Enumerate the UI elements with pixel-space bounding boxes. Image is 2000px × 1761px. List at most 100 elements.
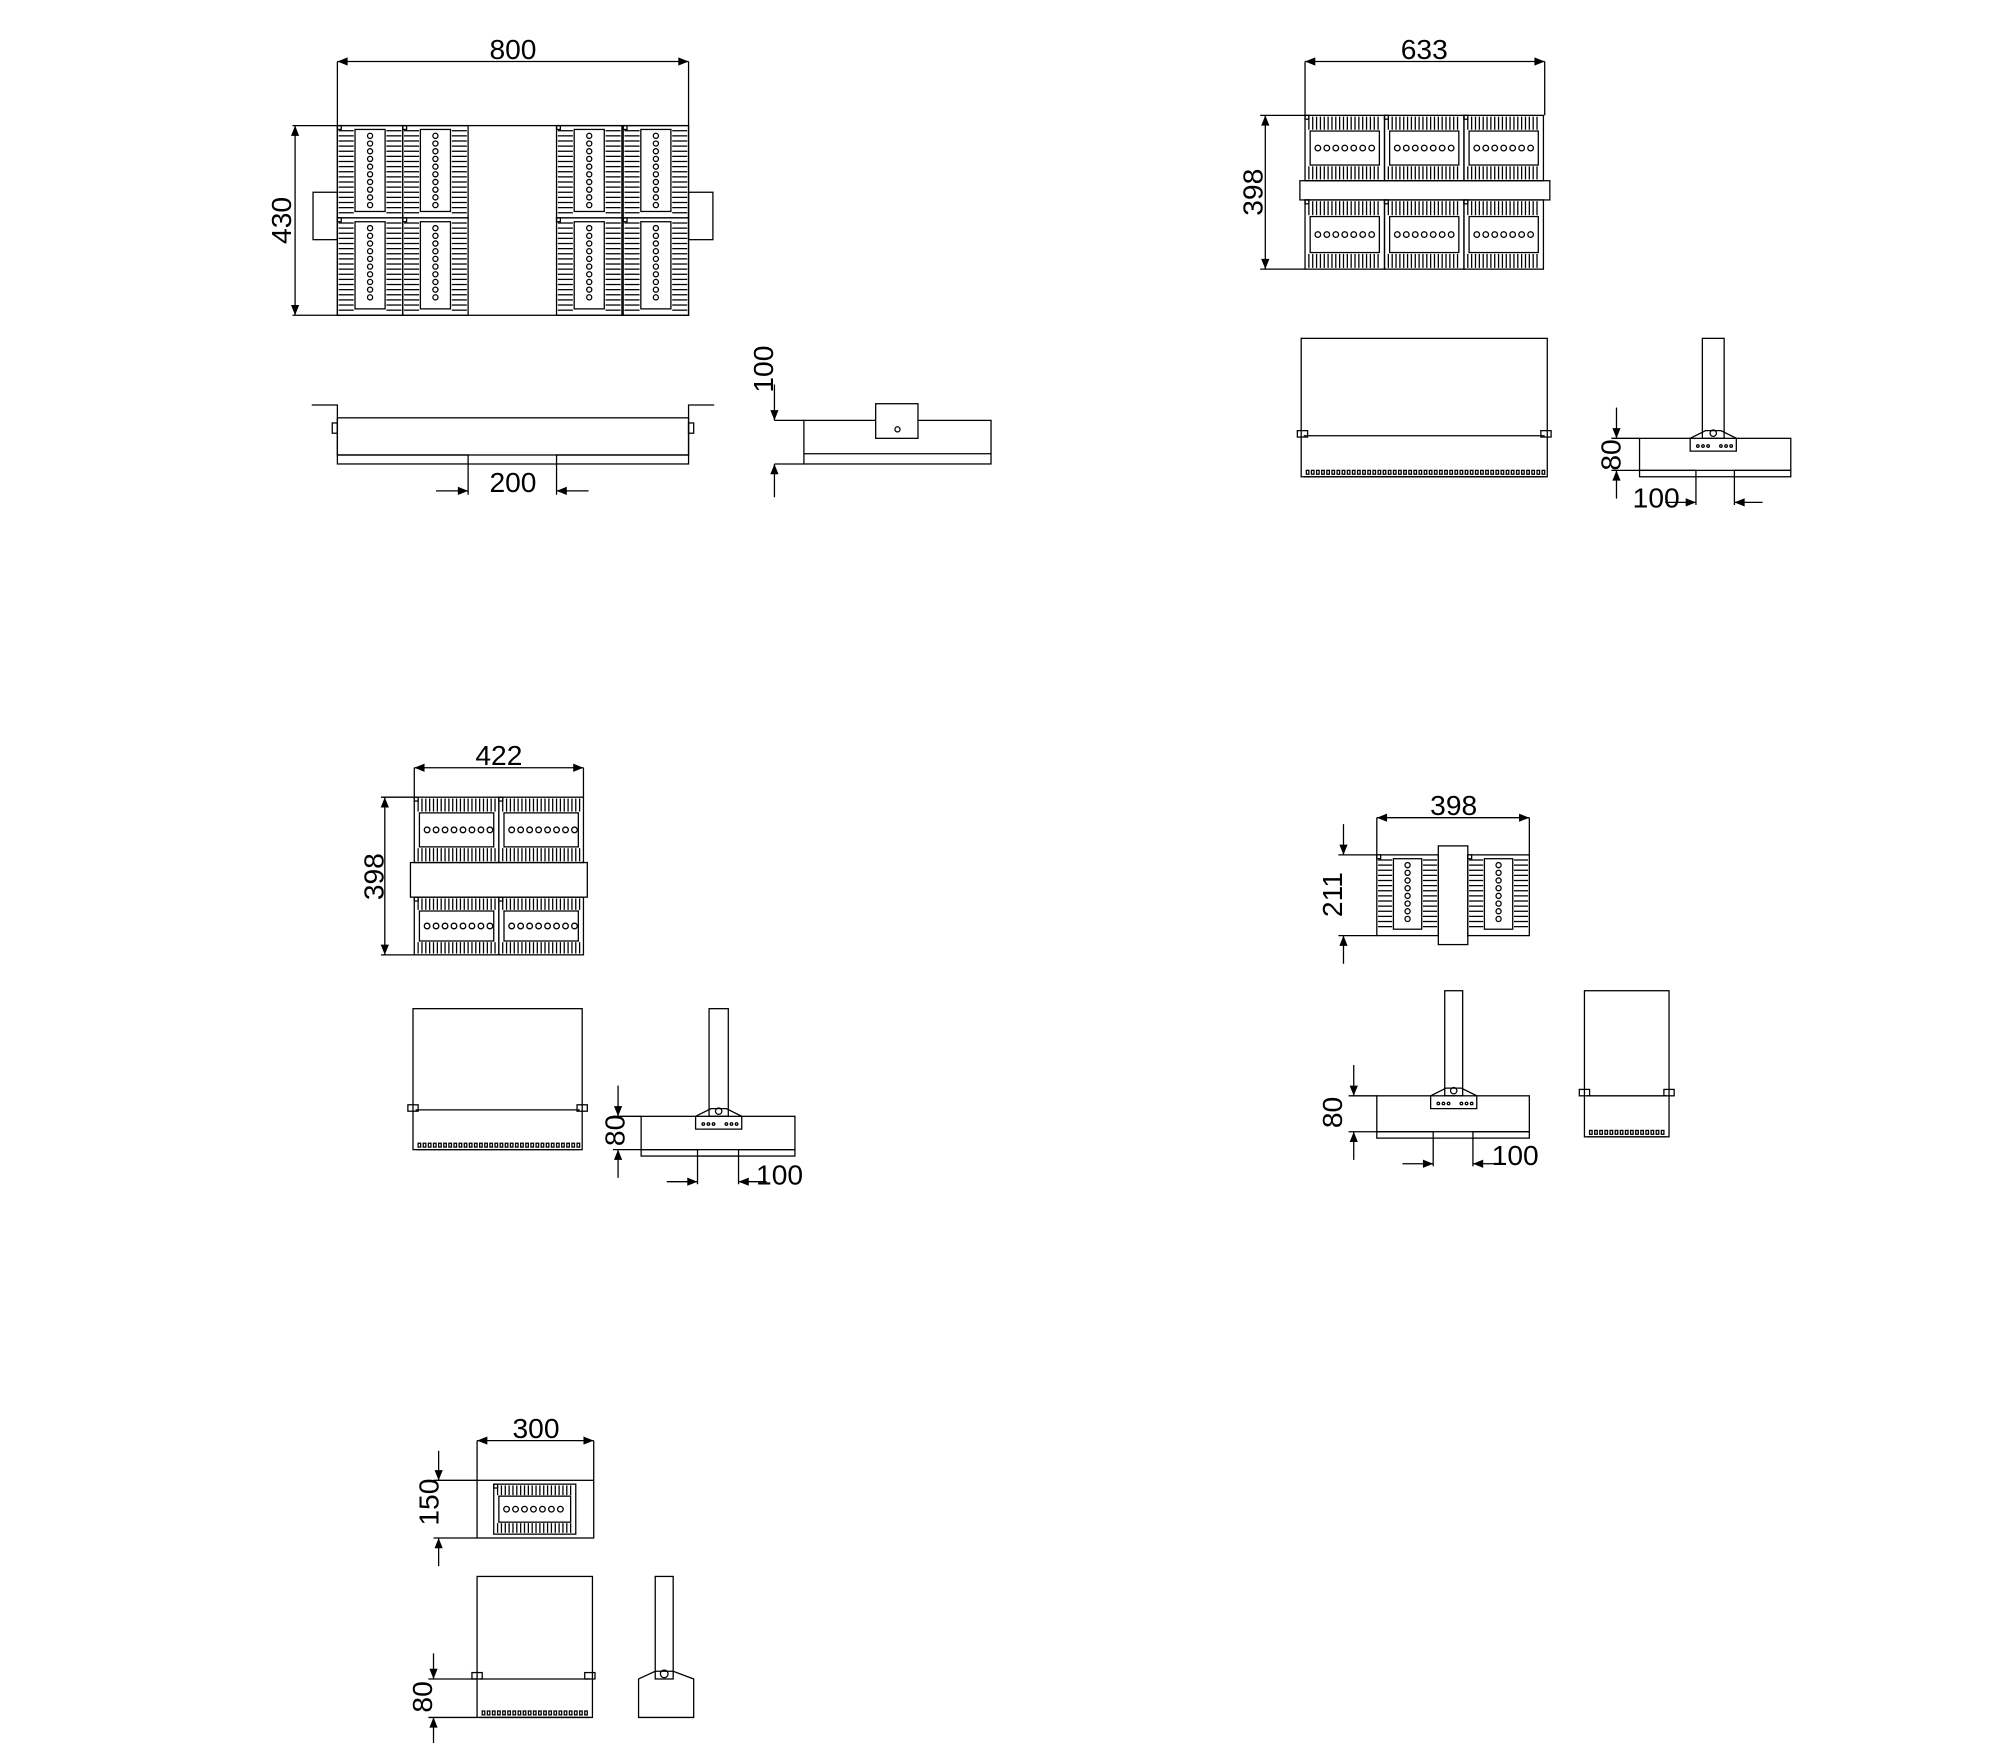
hinge-hole — [1469, 1101, 1474, 1106]
led-lens — [432, 163, 439, 170]
led-lens — [535, 826, 543, 834]
led-lens — [586, 224, 593, 232]
led-lens — [586, 294, 593, 301]
led-lens — [503, 1505, 511, 1513]
led-strip-cell — [1408, 469, 1413, 475]
led-lens — [586, 140, 593, 147]
led-strip-cell — [512, 1710, 517, 1716]
led-strip-cell — [1382, 469, 1387, 475]
led-strip-cell — [1336, 469, 1341, 475]
led-lens — [432, 186, 439, 193]
led-strip-cell — [1326, 469, 1331, 475]
hinge-bolt — [1709, 429, 1718, 438]
hinge-hole — [1436, 1101, 1441, 1106]
led-lens — [1495, 877, 1502, 884]
height-dimension-label: 430 — [265, 197, 297, 244]
led-strip-cell — [1351, 469, 1356, 475]
led-strip-cell — [422, 1142, 427, 1148]
corner-screw — [555, 124, 562, 131]
led-module-outline — [402, 217, 469, 316]
gap-dimension-label: 100 — [756, 1158, 803, 1190]
led-foot-left — [1638, 469, 1697, 478]
led-lens — [366, 140, 374, 147]
led-lens — [441, 922, 449, 930]
led-lens — [652, 163, 660, 170]
led-strip-cell — [504, 1142, 509, 1148]
led-strip-cell — [517, 1710, 522, 1716]
led-strip-cell — [481, 1710, 486, 1716]
led-lens — [652, 255, 660, 263]
mounting-bar — [409, 861, 588, 898]
depth-dimension-label: 80 — [1594, 439, 1626, 470]
led-strip-cell — [1474, 469, 1479, 475]
led-strip-cell — [514, 1142, 519, 1148]
led-lens — [1495, 861, 1502, 869]
fixture-633-drawing: 633 398 80 100 — [1237, 33, 1792, 514]
led-foot-left — [1376, 1131, 1434, 1139]
led-lens — [652, 271, 660, 278]
led-strip-cell — [468, 1142, 473, 1148]
led-lens — [1323, 231, 1331, 239]
led-lens — [586, 232, 593, 240]
fixture-422-side-view — [407, 1008, 588, 1151]
led-strip-cell — [1604, 1129, 1609, 1135]
hinge-hole — [729, 1122, 734, 1126]
led-module-outline — [555, 217, 623, 316]
led-strip-cell — [550, 1142, 555, 1148]
led-strip-cell — [491, 1710, 496, 1716]
led-strip-cell — [525, 1142, 529, 1148]
hinge-hole — [1459, 1101, 1464, 1106]
mounting-bracket — [1701, 337, 1725, 439]
led-lens — [544, 826, 552, 834]
led-lens — [459, 922, 467, 930]
led-lens — [1404, 908, 1411, 915]
led-strip-cell — [1423, 469, 1428, 475]
led-strip-cell — [1362, 469, 1366, 475]
led-lens — [432, 155, 439, 163]
led-lens — [586, 278, 593, 286]
led-lens — [366, 286, 374, 293]
led-strip-cell — [553, 1710, 558, 1716]
led-lens — [652, 178, 660, 186]
led-strip-cell — [1624, 1129, 1629, 1135]
led-lens — [1527, 231, 1535, 239]
led-lens — [366, 278, 374, 286]
led-module-outline — [493, 1483, 577, 1535]
led-lens — [547, 1505, 555, 1513]
led-strip-cell — [561, 1142, 565, 1148]
led-lens — [432, 263, 439, 270]
led-strip-cell — [535, 1142, 540, 1148]
led-strip-cell — [568, 1710, 573, 1716]
led-strip-cell — [1500, 469, 1505, 475]
led-lens — [652, 224, 660, 232]
bracket-hinge — [694, 1107, 743, 1130]
led-lens — [571, 922, 578, 930]
led-lens — [556, 1505, 564, 1513]
fixture-body — [1638, 437, 1792, 472]
led-lens — [450, 922, 458, 930]
led-lens — [1404, 877, 1411, 884]
width-dimension-label: 422 — [475, 739, 522, 771]
led-lens — [538, 1505, 546, 1513]
led-foot-right — [1472, 1131, 1530, 1139]
led-lens — [468, 826, 476, 834]
led-foot-right — [1733, 469, 1792, 478]
corner-screw — [1304, 114, 1310, 120]
led-strip-cell — [1397, 469, 1402, 475]
height-dimension-label: 398 — [358, 853, 390, 900]
led-lens — [432, 140, 439, 147]
led-strip-cell — [509, 1142, 514, 1148]
led-strip-cell — [540, 1142, 545, 1148]
led-lens — [586, 248, 593, 255]
led-lens — [652, 186, 660, 193]
led-strip-cell — [463, 1142, 468, 1148]
led-board — [573, 128, 605, 213]
led-strip-cell — [1614, 1129, 1619, 1135]
led-lens — [586, 286, 593, 293]
led-lens — [586, 194, 593, 201]
led-lens — [1527, 144, 1535, 152]
led-lens — [1411, 231, 1419, 239]
led-lens — [1404, 869, 1411, 877]
depth-dimension-label: 80 — [406, 1681, 438, 1712]
led-lens — [1341, 231, 1349, 239]
